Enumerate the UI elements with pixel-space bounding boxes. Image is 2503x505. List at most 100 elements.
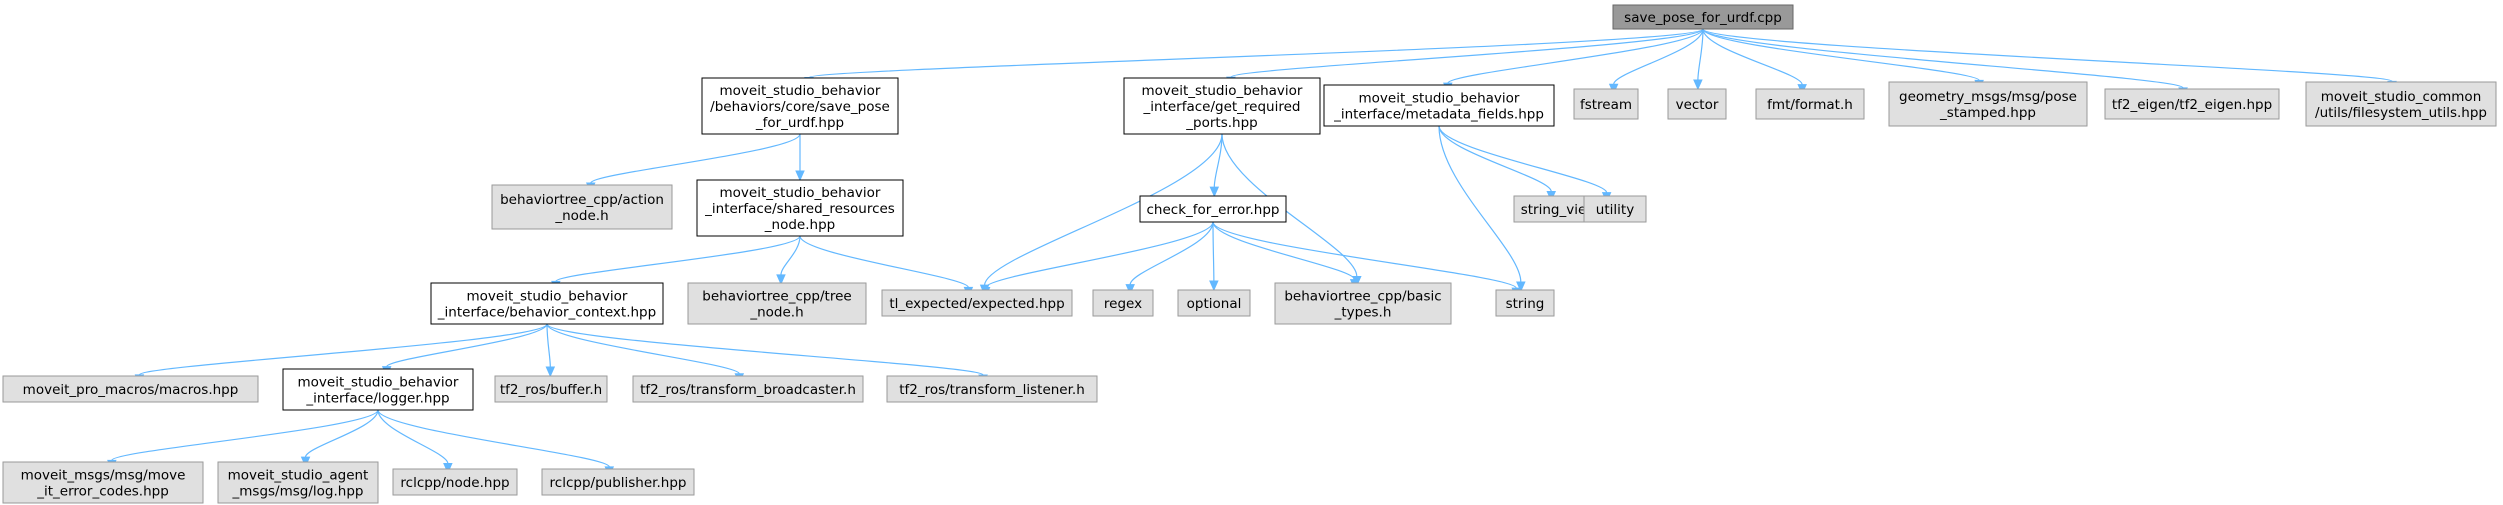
node-box [1323, 84, 1555, 127]
node-label: regex [1104, 296, 1142, 312]
node-box [2104, 88, 2280, 120]
node-label: moveit_studio_behavior [720, 185, 881, 201]
node-label: fstream [1580, 97, 1632, 113]
graph-node-n-broadcaster: tf2_ros/transform_broadcaster.h [632, 375, 864, 403]
node-label: moveit_studio_behavior [467, 289, 628, 305]
node-box [1495, 289, 1555, 317]
edge-n-context-to-n-listener [546, 323, 988, 386]
node-box [392, 468, 518, 496]
graph-node-n-publisher: rclcpp/publisher.hpp [541, 468, 695, 496]
edge-n-shared-to-n-context [551, 235, 801, 292]
node-label: geometry_msgs/msg/pose [1899, 89, 2077, 105]
graph-node-n-rcl-node: rclcpp/node.hpp [392, 468, 518, 496]
edge-n-logger-to-n-error-codes [107, 409, 379, 471]
graph-node-n-string: string [1495, 289, 1555, 317]
node-box [491, 184, 673, 230]
node-label: _it_error_codes.hpp [36, 484, 169, 500]
edge-n-check-error-to-n-optional [1209, 221, 1219, 292]
node-label: _stamped.hpp [1939, 105, 2036, 121]
node-label: _interface/shared_resources [704, 201, 895, 217]
graph-node-n-expected: tl_expected/expected.hpp [881, 289, 1073, 317]
edge-n-logger-to-n-publisher [377, 409, 615, 478]
node-box [687, 282, 867, 325]
node-label: _interface/behavior_context.hpp [437, 305, 656, 321]
graph-node-n-listener: tf2_ros/transform_listener.h [886, 375, 1098, 403]
nodes-layer: save_pose_for_urdf.cpp moveit_studio_beha… [2, 4, 2497, 504]
node-box [1092, 289, 1154, 317]
graph-node-n-check-error[interactable]: check_for_error.hpp [1139, 195, 1287, 223]
edge-root-to-n-vector [1693, 28, 1704, 91]
edge-n-shared-to-n-tree-node [776, 235, 801, 286]
graph-node-n-optional: optional [1177, 289, 1251, 317]
graph-node-n-metadata[interactable]: moveit_studio_behavior_interface/metadat… [1323, 84, 1555, 127]
graph-node-n-utility: utility [1583, 195, 1647, 223]
node-label: rclcpp/node.hpp [400, 475, 509, 491]
graph-node-n-fstream: fstream [1573, 88, 1639, 120]
node-box [1888, 81, 2088, 127]
node-label: _node.h [554, 208, 608, 224]
node-label: _interface/metadata_fields.hpp [1333, 107, 1544, 123]
graph-node-n-tf2-eigen: tf2_eigen/tf2_eigen.hpp [2104, 88, 2280, 120]
node-box [1123, 77, 1321, 135]
edge-n-check-error-to-n-basic-types [1212, 221, 1360, 290]
node-label: tf2_ros/buffer.h [500, 382, 602, 398]
node-label: moveit_studio_common [2321, 89, 2482, 105]
node-box [2, 461, 204, 504]
node-label: moveit_msgs/msg/move [21, 468, 186, 484]
node-box [1612, 4, 1794, 30]
graph-node-n-error-codes: moveit_msgs/msg/move_it_error_codes.hpp [2, 461, 204, 504]
node-label: moveit_studio_behavior [1142, 83, 1303, 99]
node-label: _ports.hpp [1185, 115, 1257, 131]
edge-n-context-to-n-buffer [545, 323, 556, 378]
node-box [886, 375, 1098, 403]
graph-node-n-logger[interactable]: moveit_studio_behavior_interface/logger.… [282, 368, 474, 411]
graph-node-n-vector: vector [1667, 88, 1727, 120]
graph-node-n-tree-node: behaviortree_cpp/tree_node.h [687, 282, 867, 325]
node-label: save_pose_for_urdf.cpp [1624, 10, 1782, 26]
edge-n-save-pose-to-n-shared [795, 134, 805, 182]
graph-node-n-get-required[interactable]: moveit_studio_behavior_interface/get_req… [1123, 77, 1321, 135]
edge-n-logger-to-n-log [300, 409, 379, 468]
node-label: _interface/logger.hpp [305, 391, 449, 407]
node-box [1573, 88, 1639, 120]
graph-node-n-buffer: tf2_ros/buffer.h [494, 375, 608, 403]
node-label: behaviortree_cpp/basic [1284, 289, 1441, 305]
graph-node-n-regex: regex [1092, 289, 1154, 317]
node-box [1583, 195, 1647, 223]
node-label: tf2_ros/transform_broadcaster.h [640, 382, 856, 398]
graph-node-root[interactable]: save_pose_for_urdf.cpp [1612, 4, 1794, 30]
edge-n-metadata-to-n-string-view [1438, 125, 1556, 202]
node-box [701, 77, 899, 135]
node-label: behaviortree_cpp/action [500, 192, 664, 208]
node-label: tl_expected/expected.hpp [889, 296, 1064, 312]
node-box [282, 368, 474, 411]
node-label: moveit_studio_behavior [1359, 91, 1520, 107]
node-label: /behaviors/core/save_pose [710, 99, 890, 115]
node-box [1139, 195, 1287, 223]
node-label: optional [1187, 296, 1242, 312]
graph-node-n-filesystem: moveit_studio_common/utils/filesystem_ut… [2305, 81, 2497, 127]
graph-node-n-log: moveit_studio_agent_msgs/msg/log.hpp [217, 461, 379, 504]
graph-node-n-action-node: behaviortree_cpp/action_node.h [491, 184, 673, 230]
node-label: _msgs/msg/log.hpp [232, 484, 364, 500]
graph-node-n-context[interactable]: moveit_studio_behavior_interface/behavio… [430, 282, 664, 325]
node-label: utility [1596, 202, 1634, 218]
node-label: fmt/format.h [1767, 97, 1853, 113]
graph-node-n-save-pose[interactable]: moveit_studio_behavior/behaviors/core/sa… [701, 77, 899, 135]
node-label: behaviortree_cpp/tree [702, 289, 851, 305]
node-box [1274, 282, 1452, 325]
node-label: _interface/get_required [1143, 99, 1301, 115]
graph-node-n-shared[interactable]: moveit_studio_behavior_interface/shared_… [696, 179, 904, 237]
node-label: check_for_error.hpp [1146, 202, 1279, 218]
edge-n-metadata-to-n-utility [1438, 125, 1612, 203]
node-label: tf2_eigen/tf2_eigen.hpp [2112, 97, 2272, 113]
node-box [2305, 81, 2497, 127]
edge-n-check-error-to-n-regex [1125, 221, 1214, 295]
node-label: moveit_studio_agent [228, 468, 369, 484]
node-box [1667, 88, 1727, 120]
node-box [541, 468, 695, 496]
graph-node-n-macros: moveit_pro_macros/macros.hpp [2, 375, 259, 403]
node-label: moveit_pro_macros/macros.hpp [23, 382, 239, 398]
graph-node-n-fmt: fmt/format.h [1755, 88, 1865, 120]
